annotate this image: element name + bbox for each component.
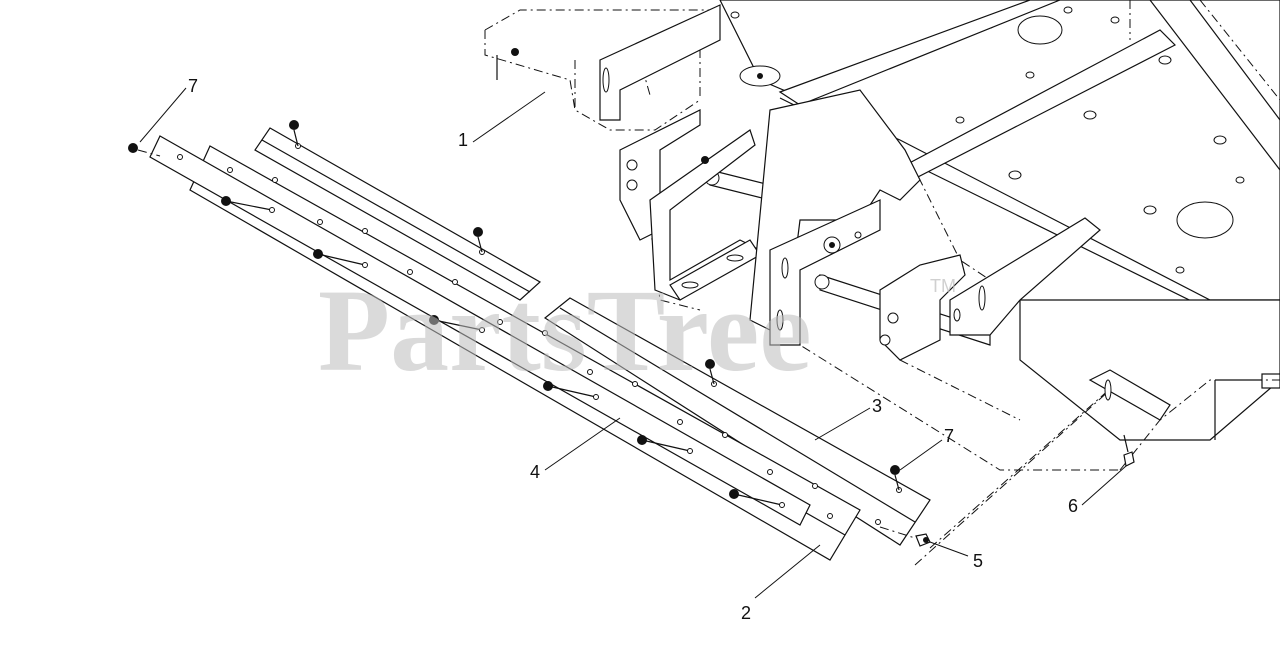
part-3-angle-bracket bbox=[254, 120, 931, 546]
callout-5: 5 bbox=[973, 551, 983, 571]
hardware bbox=[128, 143, 1135, 547]
callout-7-left: 7 bbox=[188, 76, 198, 96]
watermark-trademark: TM bbox=[930, 276, 956, 296]
partstree-watermark: PartsTree TM bbox=[318, 265, 956, 396]
support-brackets bbox=[599, 4, 1171, 421]
callout-7-right: 7 bbox=[944, 426, 954, 446]
callout-6: 6 bbox=[1068, 496, 1078, 516]
callout-1: 1 bbox=[458, 130, 468, 150]
callout-2: 2 bbox=[741, 603, 751, 623]
callouts: 1 2 3 4 5 6 7 7 bbox=[139, 76, 1127, 623]
watermark-text: PartsTree bbox=[318, 265, 812, 396]
part-4-thin-strip bbox=[149, 135, 833, 526]
callout-4: 4 bbox=[530, 462, 540, 482]
callout-3: 3 bbox=[872, 396, 882, 416]
